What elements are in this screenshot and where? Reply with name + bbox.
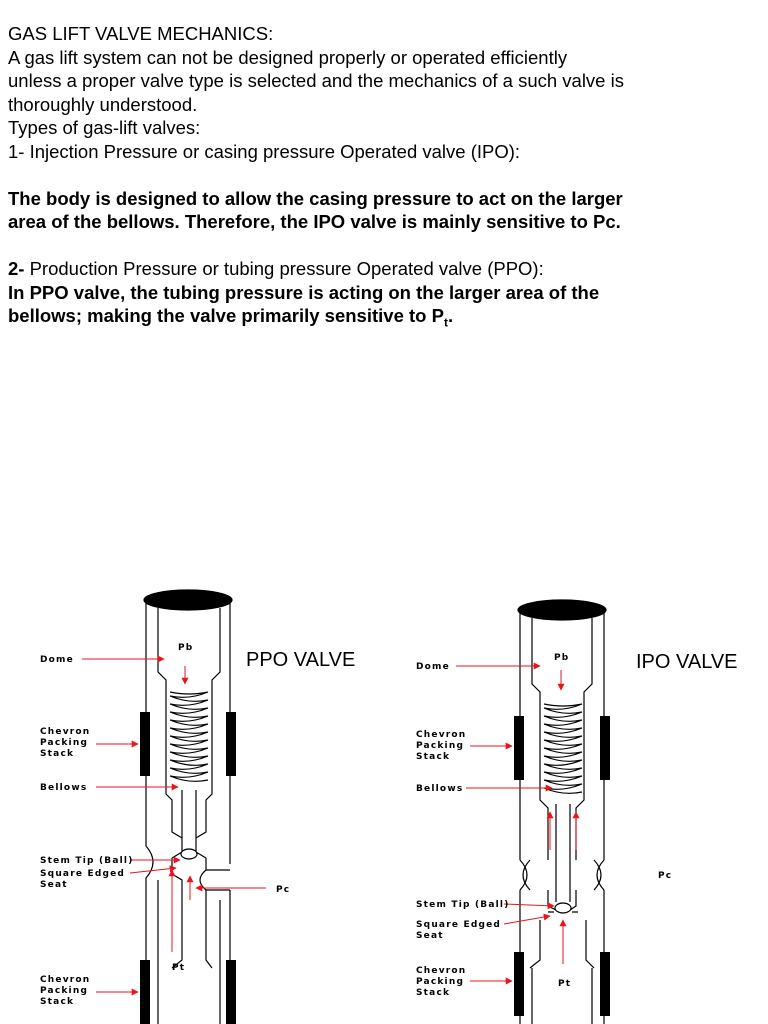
ipo-port-right: [593, 859, 605, 891]
ppo-label-pb: Pb: [178, 643, 193, 653]
ppo-label-bellows: Bellows: [40, 783, 87, 793]
document-text: GAS LIFT VALVE MECHANICS: A gas lift sys…: [8, 22, 760, 335]
ipo-dome-cap: [517, 599, 607, 621]
ipo-label-stem-tip: Stem Tip (Ball): [416, 900, 510, 910]
ppo-desc-line-2: bellows; making the valve primarily sens…: [8, 304, 760, 335]
valve-diagram: PPO VALVE Dome Pb Chevron Packing Stack …: [40, 589, 738, 1024]
ipo-arrow-seat: [503, 913, 551, 925]
ipo-lower-bore: [531, 968, 593, 1024]
ppo-dome-cap: [143, 589, 233, 611]
ipo-label-pb: Pb: [554, 653, 569, 663]
ipo-label-chevron1: Chevron: [416, 730, 466, 740]
ppo-desc-end: .: [447, 305, 454, 326]
ppo-desc-line-2-text: bellows; making the valve primarily sens…: [8, 305, 444, 326]
ipo-packing-upper-right: [600, 716, 610, 780]
ppo-arrow-seat: [129, 865, 177, 874]
ipo-label-chevron2: Chevron: [416, 966, 466, 976]
intro-line-1: A gas lift system can not be designed pr…: [8, 46, 568, 68]
ppo-label-stack2: Stack: [40, 997, 74, 1007]
ppo-title: PPO VALVE: [246, 649, 355, 671]
ipo-arrows: [456, 662, 580, 985]
ipo-packing-lower-right: [600, 952, 610, 1016]
ipo-desc-line-1: The body is designed to allow the casing…: [8, 187, 623, 209]
ppo-bellows: [169, 691, 209, 782]
intro-line-3: thoroughly understood.: [8, 93, 198, 115]
ipo-label-seat: Seat: [416, 931, 444, 941]
ppo-label-stack1: Stack: [40, 749, 74, 759]
ppo-desc-line-1: In PPO valve, the tubing pressure is act…: [8, 281, 600, 303]
ppo-arrows: [82, 655, 266, 996]
ipo-ball: [554, 902, 572, 914]
ppo-side-port: [206, 869, 230, 891]
ppo-housing-left: [145, 600, 154, 1024]
ipo-packing-upper-left: [514, 716, 524, 780]
ppo-label-pc: Pc: [276, 885, 290, 895]
ipo-title: IPO VALVE: [636, 651, 738, 673]
heading: GAS LIFT VALVE MECHANICS:: [8, 23, 274, 44]
ppo-label-chevron2: Chevron: [40, 975, 90, 985]
ipo-label-packing2: Packing: [416, 977, 464, 987]
ipo-label-stack2: Stack: [416, 988, 450, 998]
ppo-label-square-edged: Square Edged: [40, 869, 125, 879]
ppo-label-stem-tip: Stem Tip (Ball): [40, 856, 134, 866]
intro-line-2: unless a proper valve type is selected a…: [8, 70, 624, 91]
ppo-label-chevron1: Chevron: [40, 727, 90, 737]
ppo-desc-sub: t: [443, 315, 448, 330]
ppo-label-pt: Pt: [172, 963, 185, 973]
ipo-heading: 1- Injection Pressure or casing pressure…: [8, 140, 521, 162]
ipo-bellows: [543, 703, 583, 794]
ipo-desc-line-2: area of the bellows. Therefore, the IPO …: [8, 211, 621, 232]
ipo-port-left: [519, 859, 531, 891]
ipo-label-bellows: Bellows: [416, 784, 463, 794]
ipo-label-dome: Dome: [416, 662, 450, 672]
ppo-dome-chamber: [157, 608, 221, 839]
ipo-seat: [529, 890, 595, 969]
ppo-label-dome: Dome: [40, 655, 74, 665]
ppo-ball: [180, 848, 198, 860]
ipo-label-stack1: Stack: [416, 752, 450, 762]
ppo-packing-lower-right: [226, 960, 236, 1024]
ppo-valve: [143, 589, 233, 1024]
ppo-packing-upper-right: [226, 712, 236, 776]
ipo-label-pt: Pt: [558, 979, 571, 989]
types-heading: Types of gas-lift valves:: [8, 117, 201, 138]
ipo-label-square-edged: Square Edged: [416, 920, 501, 930]
ipo-valve: [517, 599, 607, 1024]
ppo-label-packing2: Packing: [40, 986, 88, 996]
ppo-heading: 2- Production Pressure or tubing pressur…: [8, 257, 760, 281]
ppo-label-seat: Seat: [40, 880, 68, 890]
ppo-seat: [171, 851, 213, 969]
ipo-label-pc: Pc: [658, 871, 672, 881]
ppo-heading-text: Production Pressure or tubing pressure O…: [24, 258, 544, 279]
ipo-stem: [555, 804, 571, 902]
ppo-label-packing1: Packing: [40, 738, 88, 748]
ipo-label-packing1: Packing: [416, 741, 464, 751]
ppo-packing-lower-left: [140, 960, 150, 1024]
ppo-packing-upper-left: [140, 712, 150, 776]
ipo-arrow-stem-tip: [503, 902, 555, 910]
ipo-packing-lower-left: [514, 952, 524, 1016]
ppo-heading-num: 2-: [8, 258, 25, 279]
ppo-lower-bore: [157, 880, 221, 1024]
ppo-stem: [181, 790, 197, 852]
